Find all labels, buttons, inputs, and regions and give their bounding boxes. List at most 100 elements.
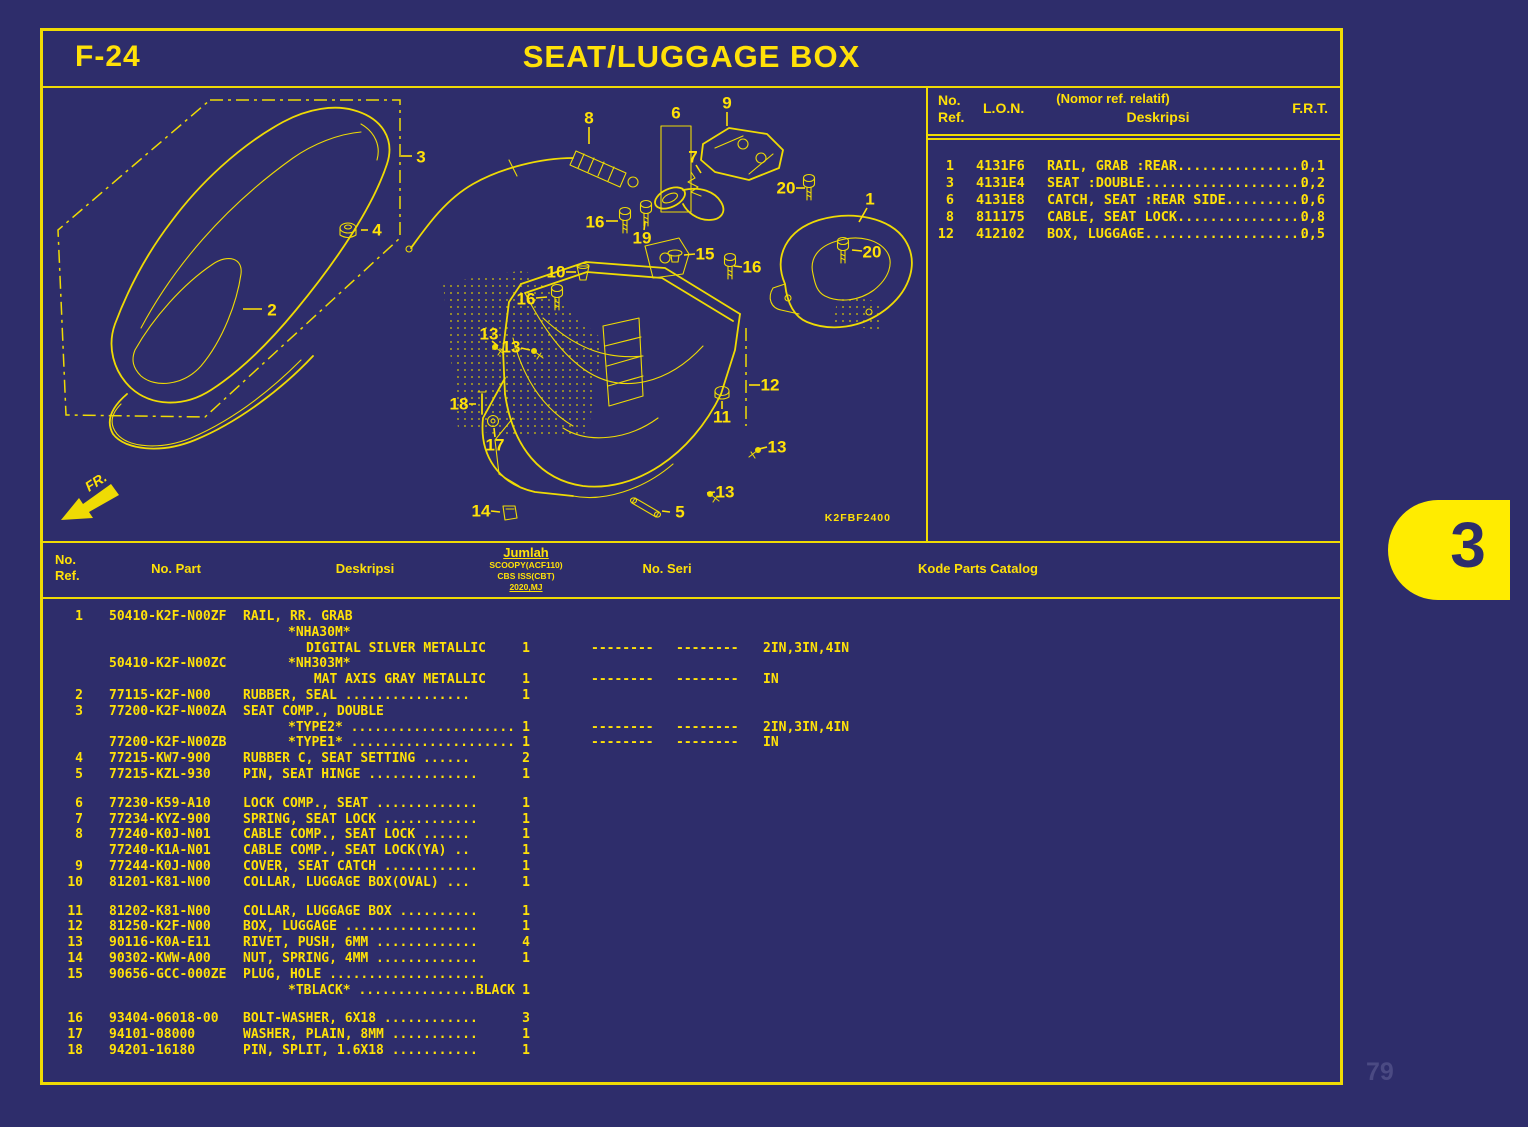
part-number: 77240-K0J-N01: [109, 827, 211, 843]
part-number: 94101-08000: [109, 1027, 196, 1043]
seat-drawing: [108, 106, 391, 450]
part-qty: 2: [522, 751, 530, 767]
plug-hole-icon: [667, 249, 683, 263]
frt-ref: 1: [945, 158, 954, 174]
callout-9: 9: [722, 94, 731, 113]
frt-header-note: (Nomor ref. relatif): [1056, 91, 1170, 106]
frt-value: 0,8: [1300, 209, 1325, 225]
callout-4: 4: [372, 221, 382, 240]
frt-ref: 8: [945, 209, 954, 225]
part-qty: 1: [522, 640, 530, 656]
part-qty: 1: [522, 1042, 530, 1058]
parts-row: 50410-K2F-N00ZC*NH303M*: [43, 656, 1340, 672]
kode-parts: 2IN,3IN,4IN: [763, 719, 850, 735]
callout-leader-13: [706, 491, 716, 494]
part-desc: BOX, LUGGAGE .................: [243, 919, 478, 935]
callout-3: 3: [416, 148, 425, 167]
parts-header-ref: No. Ref.: [55, 552, 80, 584]
callout-13: 13: [480, 325, 499, 344]
parts-header-jumlah: Jumlah SCOOPY(ACF110) CBS ISS(CBT) 2020,…: [466, 545, 586, 593]
section-tab: 3: [1388, 500, 1510, 600]
callout-leader-19: [643, 221, 646, 231]
part-qty: 1: [522, 982, 530, 998]
part-desc: RUBBER, SEAL ................: [243, 687, 470, 703]
serial-dashes: --------: [676, 719, 739, 735]
part-number: 90656-GCC-000ZE: [109, 966, 227, 982]
part-desc: MAT AXIS GRAY METALLIC: [313, 672, 486, 688]
serial-dashes: --------: [591, 735, 654, 751]
part-desc: COLLAR, LUGGAGE BOX ..........: [243, 903, 478, 919]
part-qty: 1: [522, 827, 530, 843]
part-desc: DIGITAL SILVER METALLIC: [305, 640, 486, 656]
parts-header-part: No. Part: [151, 561, 201, 576]
part-qty: 1: [522, 719, 530, 735]
seat-lock-drawing: [654, 125, 725, 221]
frt-desc: SEAT :DOUBLE....................: [1047, 175, 1308, 191]
frt-lon: 412102: [976, 226, 1025, 242]
parts-header-seri: No. Seri: [642, 561, 692, 576]
jumlah-model-year: 2020,MJ: [509, 582, 543, 592]
frt-lon: 4131F6: [976, 158, 1025, 174]
parts-header-kode: Kode Parts Catalog: [918, 561, 1038, 576]
part-number: 50410-K2F-N00ZC: [109, 656, 227, 672]
callout-16: 16: [586, 213, 605, 232]
part-number: 93404-06018-00: [109, 1011, 219, 1027]
serial-dashes: --------: [676, 735, 739, 751]
part-number: 77215-KW7-900: [109, 751, 211, 767]
part-ref: 8: [75, 827, 83, 843]
part-ref: 9: [75, 858, 83, 874]
part-desc: WASHER, PLAIN, 8MM ...........: [243, 1027, 478, 1043]
part-ref: 15: [67, 966, 83, 982]
frt-header-ref-line1: No.: [938, 92, 961, 108]
serial-dashes: --------: [591, 640, 654, 656]
part-desc: SEAT COMP., DOUBLE: [243, 703, 384, 719]
callout-8: 8: [584, 109, 593, 128]
callout-leader-13: [520, 347, 531, 351]
part-qty: 1: [522, 843, 530, 859]
part-qty: 3: [522, 1011, 530, 1027]
callout-19: 19: [633, 229, 652, 248]
seat-lock-cable-drawing: [405, 150, 639, 253]
part-ref: 3: [75, 703, 83, 719]
luggage-box-drawing: [481, 237, 747, 499]
parts-header-ref-line2: Ref.: [55, 568, 80, 583]
bolt-icons: [550, 173, 850, 311]
callout-18: 18: [450, 395, 469, 414]
part-ref: 6: [75, 795, 83, 811]
parts-table-header: No. Ref. No. Part Deskripsi Jumlah SCOOP…: [43, 541, 1340, 599]
part-desc: *TBLACK* ...............BLACK: [288, 982, 515, 998]
part-number: 77244-K0J-N00: [109, 858, 211, 874]
part-qty: 1: [522, 687, 530, 703]
part-number: 77200-K2F-N00ZA: [109, 703, 227, 719]
serial-dashes: --------: [591, 672, 654, 688]
part-ref: 1: [75, 609, 83, 624]
part-desc: LOCK COMP., SEAT .............: [243, 795, 478, 811]
callout-leader-16: [535, 296, 548, 299]
part-desc: COLLAR, LUGGAGE BOX(OVAL) ...: [243, 874, 470, 890]
part-number: 50410-K2F-N00ZF: [109, 609, 227, 624]
part-desc: CABLE COMP., SEAT LOCK(YA) ..: [243, 843, 470, 859]
frt-desc: RAIL, GRAB :REAR................: [1047, 158, 1308, 174]
part-qty: 1: [522, 766, 530, 782]
fr-direction-arrow: FR.: [61, 469, 119, 520]
kode-parts: 2IN,3IN,4IN: [763, 640, 850, 656]
seat-boundary-frame: [57, 99, 401, 418]
part-ref: 12: [67, 919, 83, 935]
split-pin-icon: [477, 391, 487, 415]
part-ref: 2: [75, 687, 83, 703]
seat-nut-icon: [339, 222, 357, 239]
part-number: 81202-K81-N00: [109, 903, 211, 919]
